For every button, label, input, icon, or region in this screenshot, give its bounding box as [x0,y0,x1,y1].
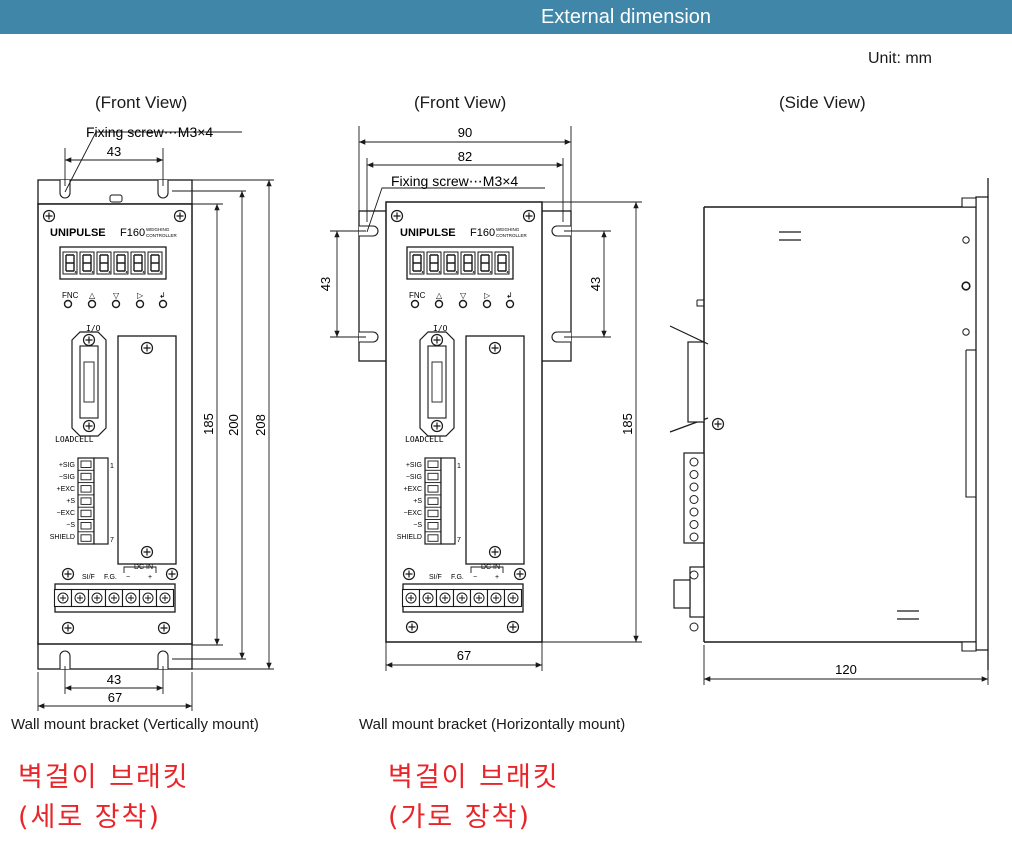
top-right-slot [157,180,169,199]
svg-text:SHIELD: SHIELD [50,534,75,541]
svg-text:↲: ↲ [506,291,513,300]
power-terminal-labels: SI/F F.G. − + DC IN [82,564,153,581]
svg-text:−: − [126,574,130,581]
dim-bottom-hole-pitch: 43 [107,672,121,687]
section-title: External dimension [540,6,712,28]
svg-text:FNC: FNC [62,291,79,300]
dim-120: 120 [835,662,857,677]
svg-text:7: 7 [457,537,461,544]
svg-text:WEIGHING: WEIGHING [146,227,170,232]
svg-text:▽: ▽ [113,291,120,300]
top-left-slot [59,180,71,199]
dim-total-width: 67 [108,690,122,705]
model-label: F160 [120,227,145,239]
svg-text:1: 1 [110,463,114,470]
side-view: 120 [669,178,989,685]
svg-text:F160: F160 [470,227,495,239]
svg-text:LOADCELL: LOADCELL [55,435,94,444]
section-header: External dimension [0,0,1012,34]
svg-text:SI/F: SI/F [429,574,442,581]
front-view-vertical-title: (Front View) [95,93,188,112]
caption-horizontal-korean: 벽걸이 브래킷 (가로 장착) [388,762,560,833]
svg-text:−S: −S [413,522,422,529]
dim-200: 200 [226,414,241,436]
keypad-labels: FNC △ ▽ ▷ ↲ [62,291,166,300]
svg-text:▷: ▷ [137,291,144,300]
dim-90: 90 [458,125,472,140]
svg-text:7: 7 [110,537,114,544]
svg-text:−: − [473,574,477,581]
svg-text:−EXC: −EXC [404,510,422,517]
svg-text:F.G.: F.G. [451,574,464,581]
front-view-horizontal-title: (Front View) [414,93,507,112]
svg-text:CONTROLLER: CONTROLLER [146,233,178,238]
svg-text:+: + [148,574,152,581]
svg-text:+EXC: +EXC [404,486,422,493]
svg-text:DC IN: DC IN [134,564,153,571]
dim-208: 208 [253,414,268,436]
svg-text:1: 1 [457,463,461,470]
front-view-vertical: UNIPULSE F160 WEIGHING CONTROLLER FNC △ … [37,124,274,711]
svg-text:+S: +S [66,498,75,505]
dim-82: 82 [458,149,472,164]
dim-67-b: 67 [457,648,471,663]
svg-text:−S: −S [66,522,75,529]
side-io-connector [687,341,705,423]
svg-text:△: △ [89,291,96,300]
caption-vertical-korean: 벽걸이 브래킷 (세로 장착) [18,762,190,833]
svg-text:UNIPULSE: UNIPULSE [400,227,456,239]
svg-text:△: △ [436,291,443,300]
front-view-horizontal: UNIPULSE F160 WEIGHING CONTROLLER FNC △ … [318,125,642,671]
svg-text:CONTROLLER: CONTROLLER [496,233,528,238]
svg-text:F.G.: F.G. [104,574,117,581]
svg-text:−SIG: −SIG [406,474,422,481]
brand-logo: UNIPULSE [50,227,106,239]
svg-text:FNC: FNC [409,291,426,300]
side-view-title: (Side View) [779,93,866,112]
svg-text:SHIELD: SHIELD [397,534,422,541]
svg-text:−EXC: −EXC [57,510,75,517]
svg-text:WEIGHING: WEIGHING [496,227,520,232]
svg-text:−SIG: −SIG [59,474,75,481]
caption-vertical: Wall mount bracket (Vertically mount) [11,716,259,733]
side-bracket [975,196,989,651]
svg-text:LOADCELL: LOADCELL [405,435,444,444]
dim-185-b: 185 [620,413,635,435]
svg-text:SI/F: SI/F [82,574,95,581]
screw-note-2: Fixing screw⋯M3×4 [391,173,518,189]
dim-43-right: 43 [588,277,603,291]
dim-43-left: 43 [318,277,333,291]
dim-185-a: 185 [201,413,216,435]
svg-text:+SIG: +SIG [406,462,422,469]
svg-text:+SIG: +SIG [59,462,75,469]
loadcell-terminal-labels: +SIG −SIG +EXC +S −EXC −S SHIELD [50,462,76,541]
svg-text:+: + [495,574,499,581]
svg-text:↲: ↲ [159,291,166,300]
unit-label: Unit: mm [868,50,932,67]
caption-horizontal: Wall mount bracket (Horizontally mount) [359,716,626,733]
svg-text:I/O: I/O [433,324,448,333]
screw-note-1: Fixing screw⋯M3×4 [86,124,213,140]
svg-text:DC IN: DC IN [481,564,500,571]
dim-top-hole-pitch: 43 [107,144,121,159]
svg-text:+S: +S [413,498,422,505]
option-slot-cover [117,335,177,565]
svg-text:▽: ▽ [460,291,467,300]
svg-text:+EXC: +EXC [57,486,75,493]
svg-text:▷: ▷ [484,291,491,300]
svg-text:I/O: I/O [86,324,101,333]
